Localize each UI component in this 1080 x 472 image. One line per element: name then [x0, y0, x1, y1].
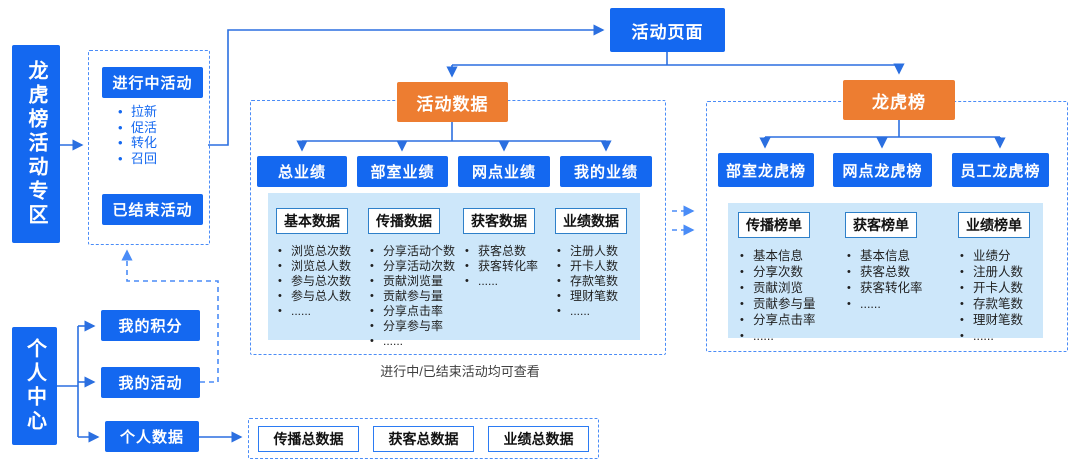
bullet-item: 分享参与率 — [370, 319, 455, 334]
spread-rank-column: 传播榜单 基本信息分享次数贡献浏览贡献参与量分享点击率...... — [738, 212, 816, 344]
bullet-item: 贡献浏览量 — [370, 274, 455, 289]
bullet-item: 贡献参与量 — [740, 296, 816, 312]
bullet-item: ...... — [557, 304, 627, 319]
spread-data-items: 分享活动个数分享活动次数贡献浏览量贡献参与量分享点击率分享参与率...... — [368, 244, 455, 349]
zone-title: 龙虎榜活动专区 — [25, 60, 47, 228]
bullet-item: ...... — [370, 334, 455, 349]
performance-data-label: 业绩数据 — [555, 208, 627, 234]
my-performance-node: 我的业绩 — [560, 156, 652, 187]
ongoing-activities-node: 进行中活动 — [102, 67, 203, 98]
bullet-item: 获客总数 — [465, 244, 538, 259]
bullet-item: 开卡人数 — [960, 280, 1030, 296]
activity-data-panel: 基本数据 浏览总次数浏览总人数参与总次数参与总人数...... 传播数据 分享活… — [268, 193, 640, 349]
acquisition-total-box: 获客总数据 — [373, 426, 474, 452]
performance-rank-column: 业绩榜单 业绩分注册人数开卡人数存款笔数理财笔数...... — [958, 212, 1030, 344]
bullet-item: 开卡人数 — [557, 259, 627, 274]
bullet-item: 业绩分 — [960, 248, 1030, 264]
acquisition-rank-items: 基本信息获客总数获客转化率...... — [845, 248, 923, 312]
acquisition-rank-column: 获客榜单 基本信息获客总数获客转化率...... — [845, 212, 923, 312]
bullet-item: 分享次数 — [740, 264, 816, 280]
spread-rank-items: 基本信息分享次数贡献浏览贡献参与量分享点击率...... — [738, 248, 816, 344]
personal-center-box: 个人中心 — [12, 327, 57, 445]
bullet-item: 分享活动个数 — [370, 244, 455, 259]
bullet-item: 基本信息 — [847, 248, 923, 264]
bullet-item: 参与总次数 — [278, 274, 351, 289]
bullet-item: 参与总人数 — [278, 289, 351, 304]
performance-data-column: 业绩数据 注册人数开卡人数存款笔数理财笔数...... — [555, 208, 627, 319]
bullet-item: 分享点击率 — [740, 312, 816, 328]
bullet-item: ...... — [465, 274, 538, 289]
basic-data-column: 基本数据 浏览总次数浏览总人数参与总次数参与总人数...... — [276, 208, 351, 319]
performance-total-box: 业绩总数据 — [488, 426, 589, 452]
bullet-item: 召回 — [116, 151, 206, 167]
spread-total-box: 传播总数据 — [258, 426, 359, 452]
activity-list-container — [88, 50, 210, 245]
personal-center-title: 个人中心 — [23, 338, 46, 434]
bullet-item: 存款笔数 — [557, 274, 627, 289]
activity-page-node: 活动页面 — [610, 8, 725, 52]
spread-rank-label: 传播榜单 — [738, 212, 810, 238]
branch-performance-node: 网点业绩 — [458, 156, 550, 187]
leaderboard-panel: 传播榜单 基本信息分享次数贡献浏览贡献参与量分享点击率...... 获客榜单 基… — [728, 203, 1043, 344]
performance-data-items: 注册人数开卡人数存款笔数理财笔数...... — [555, 244, 627, 319]
personal-summary-container — [248, 418, 599, 459]
acquisition-rank-label: 获客榜单 — [845, 212, 917, 238]
spread-data-column: 传播数据 分享活动个数分享活动次数贡献浏览量贡献参与量分享点击率分享参与率...… — [368, 208, 455, 349]
bullet-item: ...... — [847, 296, 923, 312]
bullet-item: ...... — [740, 328, 816, 344]
spread-data-label: 传播数据 — [368, 208, 440, 234]
department-leaderboard-node: 部室龙虎榜 — [718, 153, 814, 187]
bullet-item: 基本信息 — [740, 248, 816, 264]
acquisition-data-label: 获客数据 — [463, 208, 535, 234]
bullet-item: 分享活动次数 — [370, 259, 455, 274]
bullet-item: 贡献参与量 — [370, 289, 455, 304]
performance-rank-items: 业绩分注册人数开卡人数存款笔数理财笔数...... — [958, 248, 1030, 344]
bullet-item: 促活 — [116, 120, 206, 136]
my-data-node: 个人数据 — [105, 421, 199, 452]
view-note-caption: 进行中/已结束活动均可查看 — [380, 364, 540, 379]
my-points-node: 我的积分 — [101, 310, 200, 341]
branch-leaderboard-node: 网点龙虎榜 — [833, 153, 932, 187]
activity-data-node: 活动数据 — [397, 82, 508, 122]
zone-title-box: 龙虎榜活动专区 — [12, 45, 60, 243]
department-performance-node: 部室业绩 — [357, 156, 448, 187]
bullet-item: 获客转化率 — [847, 280, 923, 296]
leaderboard-node: 龙虎榜 — [843, 80, 955, 120]
bullet-item: ...... — [278, 304, 351, 319]
bullet-item: 浏览总次数 — [278, 244, 351, 259]
staff-leaderboard-node: 员工龙虎榜 — [952, 153, 1049, 187]
basic-data-items: 浏览总次数浏览总人数参与总次数参与总人数...... — [276, 244, 351, 319]
bullet-item: 浏览总人数 — [278, 259, 351, 274]
total-performance-node: 总业绩 — [257, 156, 347, 187]
bullet-item: ...... — [960, 328, 1030, 344]
acquisition-data-column: 获客数据 获客总数获客转化率...... — [463, 208, 538, 289]
bullet-item: 分享点击率 — [370, 304, 455, 319]
ongoing-activity-types: 拉新促活转化召回 — [116, 104, 206, 166]
bullet-item: 存款笔数 — [960, 296, 1030, 312]
ended-activities-node: 已结束活动 — [102, 194, 203, 225]
bullet-item: 获客转化率 — [465, 259, 538, 274]
bullet-item: 转化 — [116, 135, 206, 151]
my-activity-node: 我的活动 — [101, 367, 200, 398]
bullet-item: 注册人数 — [557, 244, 627, 259]
bullet-item: 理财笔数 — [557, 289, 627, 304]
performance-rank-label: 业绩榜单 — [958, 212, 1030, 238]
bullet-item: 理财笔数 — [960, 312, 1030, 328]
bullet-item: 获客总数 — [847, 264, 923, 280]
bullet-item: 拉新 — [116, 104, 206, 120]
bullet-item: 注册人数 — [960, 264, 1030, 280]
basic-data-label: 基本数据 — [276, 208, 348, 234]
acquisition-data-items: 获客总数获客转化率...... — [463, 244, 538, 289]
bullet-item: 贡献浏览 — [740, 280, 816, 296]
